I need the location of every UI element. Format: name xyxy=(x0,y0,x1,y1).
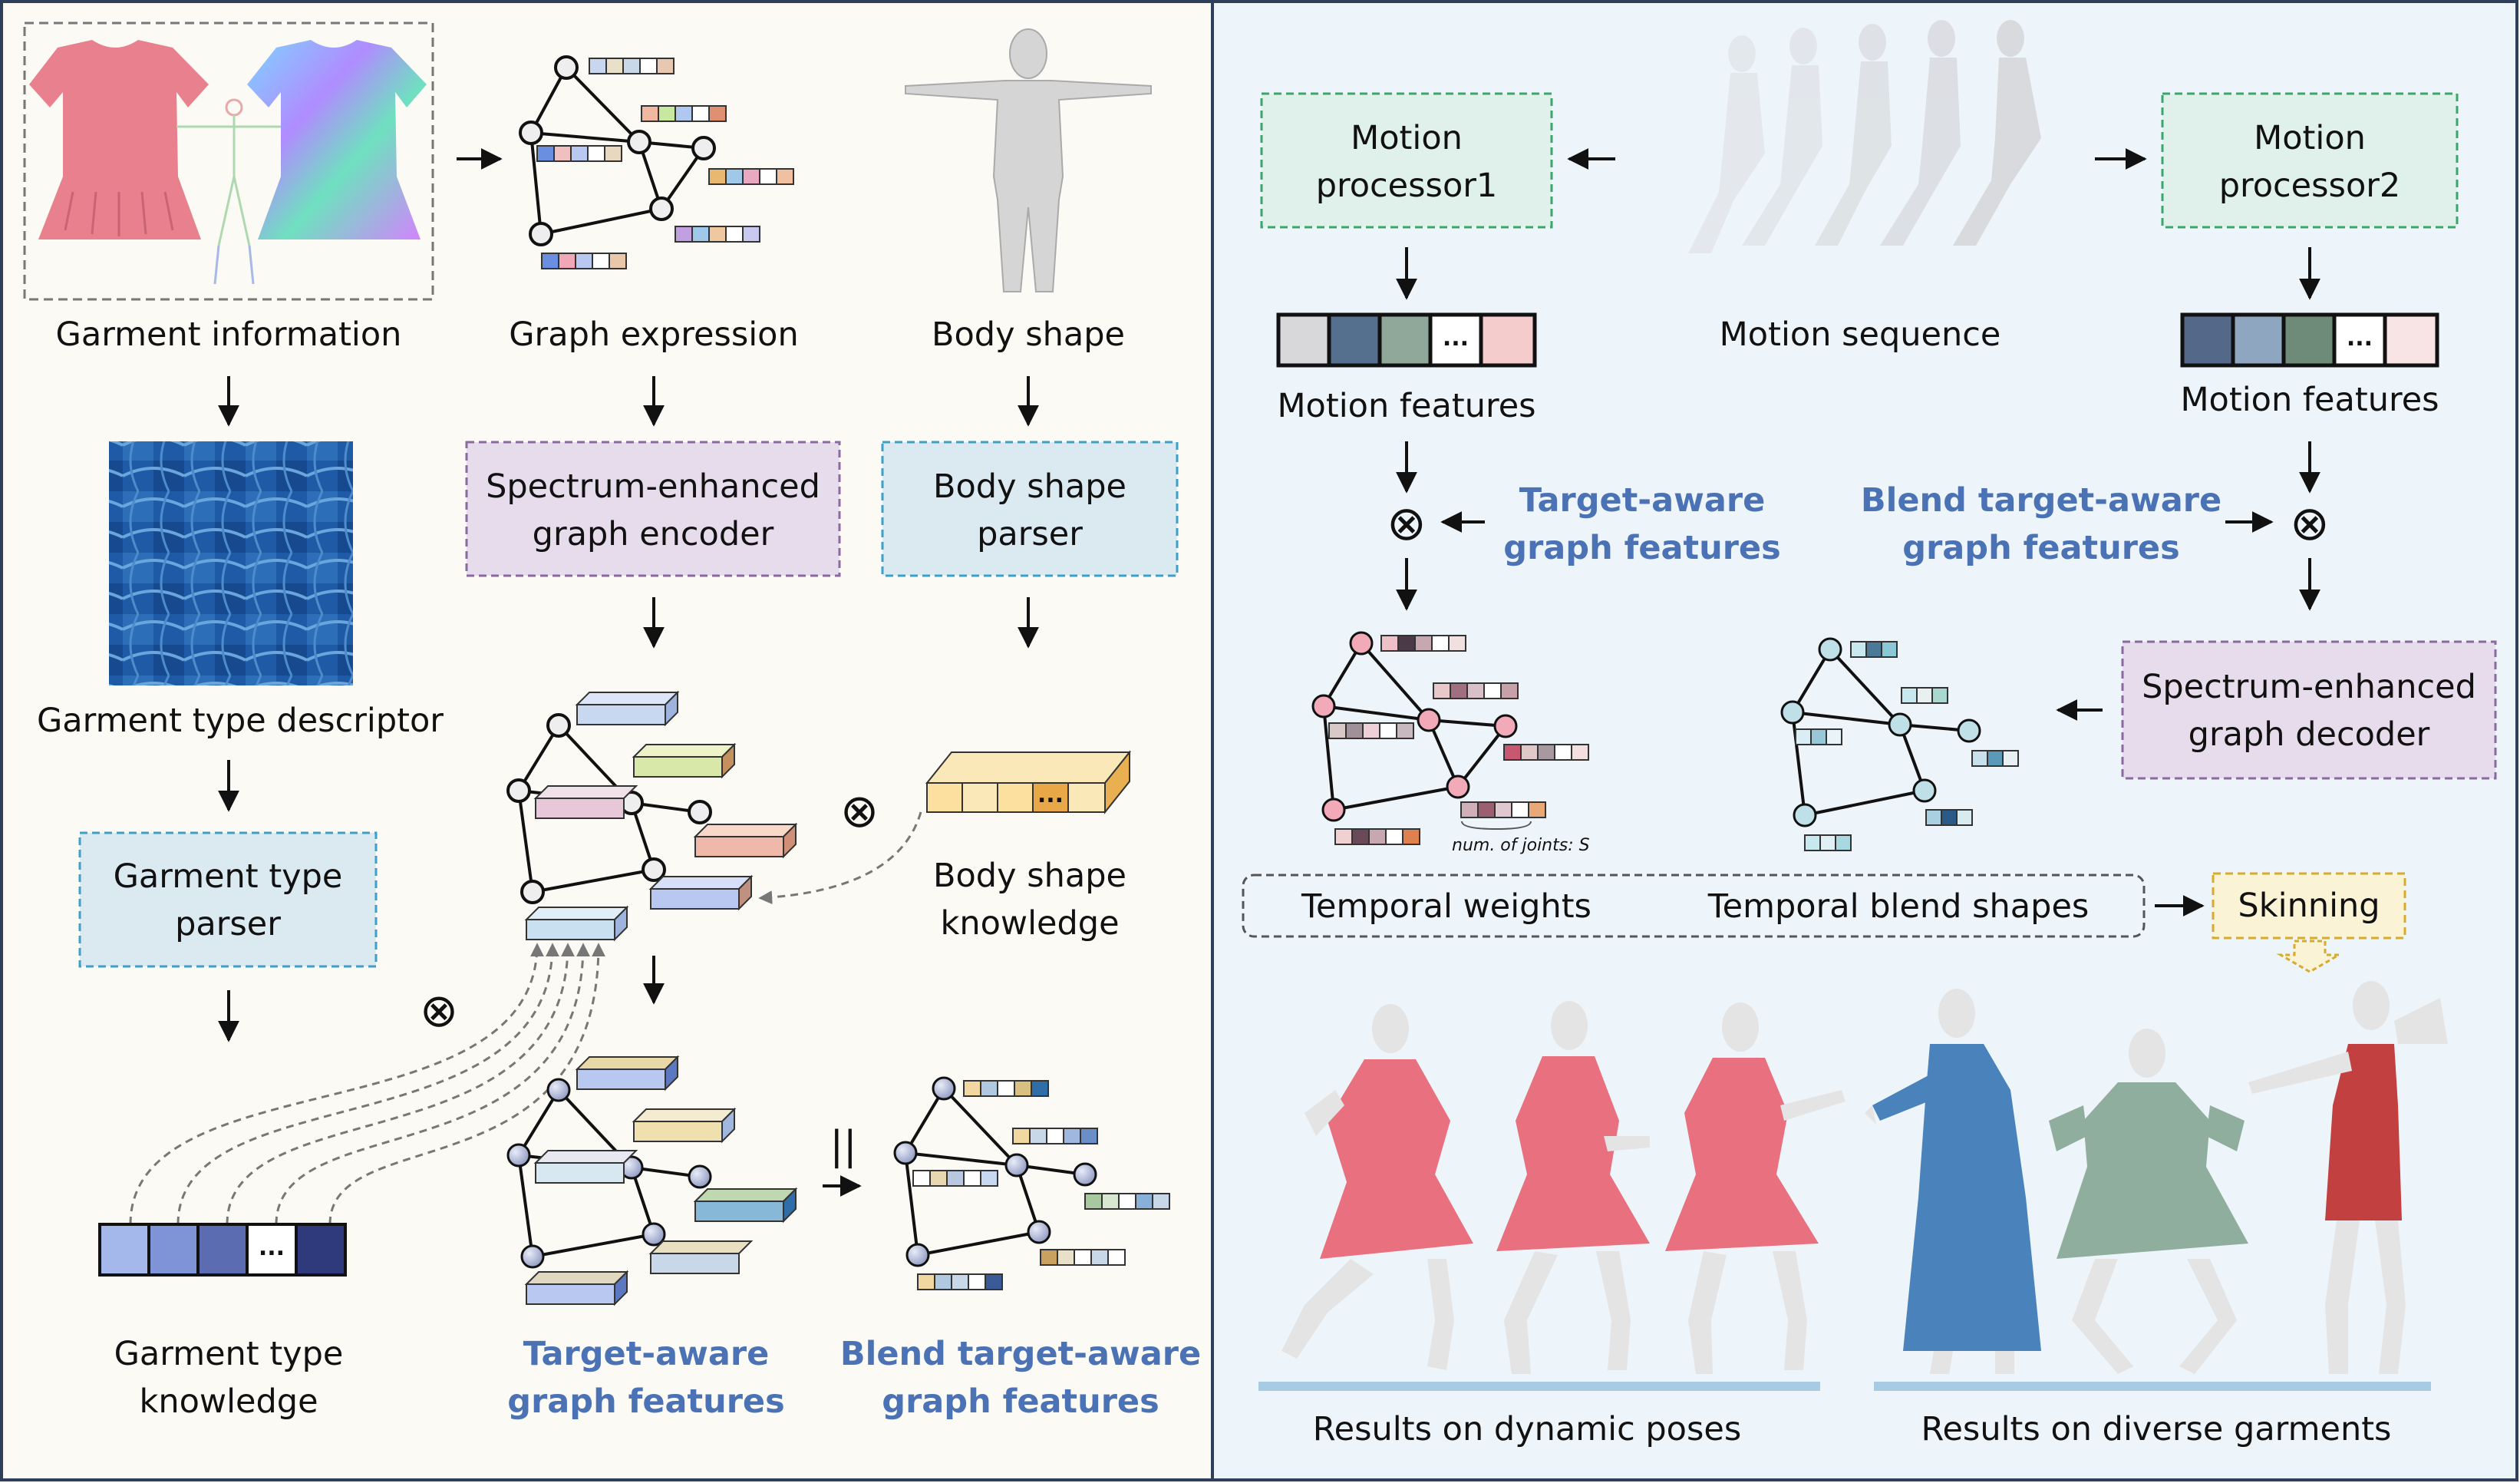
body-shape-parser-line1: Body shape xyxy=(933,467,1126,506)
body-knowledge-dashed-arrow xyxy=(758,811,922,905)
right-target-aware-line2: graph features xyxy=(1503,529,1780,567)
temporal-container xyxy=(1242,874,2146,938)
right-blend-target-aware-line1: Blend target-aware xyxy=(1861,481,2221,520)
graph-expression-feature-strips xyxy=(536,58,794,269)
motion-features-2-ellipsis: ... xyxy=(2347,325,2373,352)
joints-brace xyxy=(1461,821,1532,831)
garment-type-knowledge-strip xyxy=(98,1223,347,1277)
body-shape-image xyxy=(905,28,1152,292)
body-shape-label: Body shape xyxy=(932,315,1125,354)
motion-features-1-ellipsis: ... xyxy=(1443,325,1469,352)
body-shape-parser-box xyxy=(881,441,1179,577)
left-target-aware-line2: graph features xyxy=(507,1382,784,1421)
garment-strip-ellipsis: ... xyxy=(259,1234,285,1261)
motion-features-1-label: Motion features xyxy=(1277,387,1535,425)
body-shape-knowledge-line2: knowledge xyxy=(940,904,1119,943)
target-aware-graph-nodes xyxy=(506,1078,712,1269)
body-block-ellipsis: ... xyxy=(1037,781,1064,808)
results-garments-label: Results on diverse garments xyxy=(1921,1410,2392,1448)
motion-features-strip-1 xyxy=(1276,312,1537,368)
left-target-aware-line1: Target-aware xyxy=(523,1335,769,1373)
spectrum-decoder-box xyxy=(2121,640,2497,780)
garment-type-parser-line1: Garment type xyxy=(114,857,343,896)
garment-type-descriptor-heatmap xyxy=(109,441,353,685)
skinning-box xyxy=(2212,872,2406,940)
left-blend-target-aware-line1: Blend target-aware xyxy=(840,1335,1201,1373)
num-joints-label: num. of joints: S xyxy=(1452,836,1590,855)
body-shape-parser-line2: parser xyxy=(977,515,1083,553)
motion-processor1-line2: processor1 xyxy=(1316,167,1498,205)
pink-garment-image xyxy=(29,40,209,239)
right-target-aware-line1: Target-aware xyxy=(1519,481,1765,520)
graph-expression-label: Graph expression xyxy=(509,315,799,354)
encoded-graph-feature-blocks xyxy=(524,690,798,942)
temporal-weights-graph xyxy=(1322,642,1507,811)
encoded-graph xyxy=(506,713,712,904)
skeleton-image xyxy=(176,98,292,285)
body-shape-knowledge-line1: Body shape xyxy=(933,857,1126,895)
skinning-down-arrow xyxy=(2276,940,2344,973)
blend-graph-nodes xyxy=(893,1076,1097,1267)
temporal-weights-strips xyxy=(1328,635,1589,845)
garment-knowledge-dashed-arrows xyxy=(129,943,605,1225)
blend-graph-feature-strips xyxy=(912,1080,1170,1290)
motion-features-2-label: Motion features xyxy=(2180,381,2439,419)
temporal-blend-shapes-label: Temporal blend shapes xyxy=(1707,887,2090,926)
right-blend-target-aware-line2: graph features xyxy=(1902,529,2179,567)
body-shape-knowledge-block xyxy=(925,750,1132,814)
spectrum-encoder-line1: Spectrum-enhanced xyxy=(486,467,820,506)
temporal-weights-label: Temporal weights xyxy=(1301,887,1591,926)
garment-info-frame xyxy=(23,21,434,301)
temporal-blend-strips xyxy=(1795,641,2019,851)
garment-type-descriptor-label: Garment type descriptor xyxy=(37,702,444,740)
multiply-symbol-right-1: ⊗ xyxy=(1387,495,1427,551)
skinning-label: Skinning xyxy=(2238,887,2380,925)
spectrum-decoder-line2: graph decoder xyxy=(2189,715,2430,754)
motion-processor2-line2: processor2 xyxy=(2219,167,2401,205)
target-aware-feature-blocks xyxy=(524,1055,798,1306)
garment-information-label: Garment information xyxy=(56,315,402,354)
left-blend-target-aware-line2: graph features xyxy=(882,1382,1159,1421)
spectrum-encoder-line2: graph encoder xyxy=(533,515,774,553)
motion-features-strip-2 xyxy=(2180,312,2439,368)
temporal-weights-graph-nodes xyxy=(1311,631,1518,822)
garment-type-parser-line2: parser xyxy=(175,905,281,943)
multiply-symbol-garment: ⊗ xyxy=(420,984,458,1038)
temporal-blend-graph-nodes xyxy=(1780,637,1981,827)
multiply-symbol-right-2: ⊗ xyxy=(2290,495,2330,551)
concat-symbol: || xyxy=(830,1123,856,1169)
result-figure-pink-1 xyxy=(1281,1004,1473,1370)
motion-sequence-label: Motion sequence xyxy=(1720,315,2001,354)
graph-expression-graph xyxy=(519,55,716,246)
results-garments-underline xyxy=(1874,1382,2431,1391)
motion-processor1-box xyxy=(1260,92,1553,229)
result-figure-sage-dress xyxy=(2049,1029,2248,1374)
result-figure-pink-3 xyxy=(1665,1002,1845,1374)
garment-type-parser-box xyxy=(78,831,378,968)
result-figure-pink-2 xyxy=(1496,1001,1650,1374)
motion-processor1-line1: Motion xyxy=(1351,119,1463,157)
multiply-symbol-body: ⊗ xyxy=(840,784,879,838)
motion-processor2-box xyxy=(2161,92,2459,229)
normal-map-garment-image xyxy=(247,40,427,239)
garment-type-knowledge-line1: Garment type xyxy=(114,1335,344,1373)
result-figure-red-dress xyxy=(2248,981,2448,1374)
motion-processor2-line1: Motion xyxy=(2254,119,2366,157)
garment-type-knowledge-line2: knowledge xyxy=(139,1382,318,1421)
spectrum-encoder-box xyxy=(465,441,841,577)
motion-sequence-image xyxy=(1688,20,2041,253)
spectrum-decoder-line1: Spectrum-enhanced xyxy=(2142,668,2476,706)
results-dynamic-underline xyxy=(1258,1382,1820,1391)
results-dynamic-label: Results on dynamic poses xyxy=(1313,1410,1742,1448)
result-figure-blue-robe xyxy=(1865,989,2041,1374)
